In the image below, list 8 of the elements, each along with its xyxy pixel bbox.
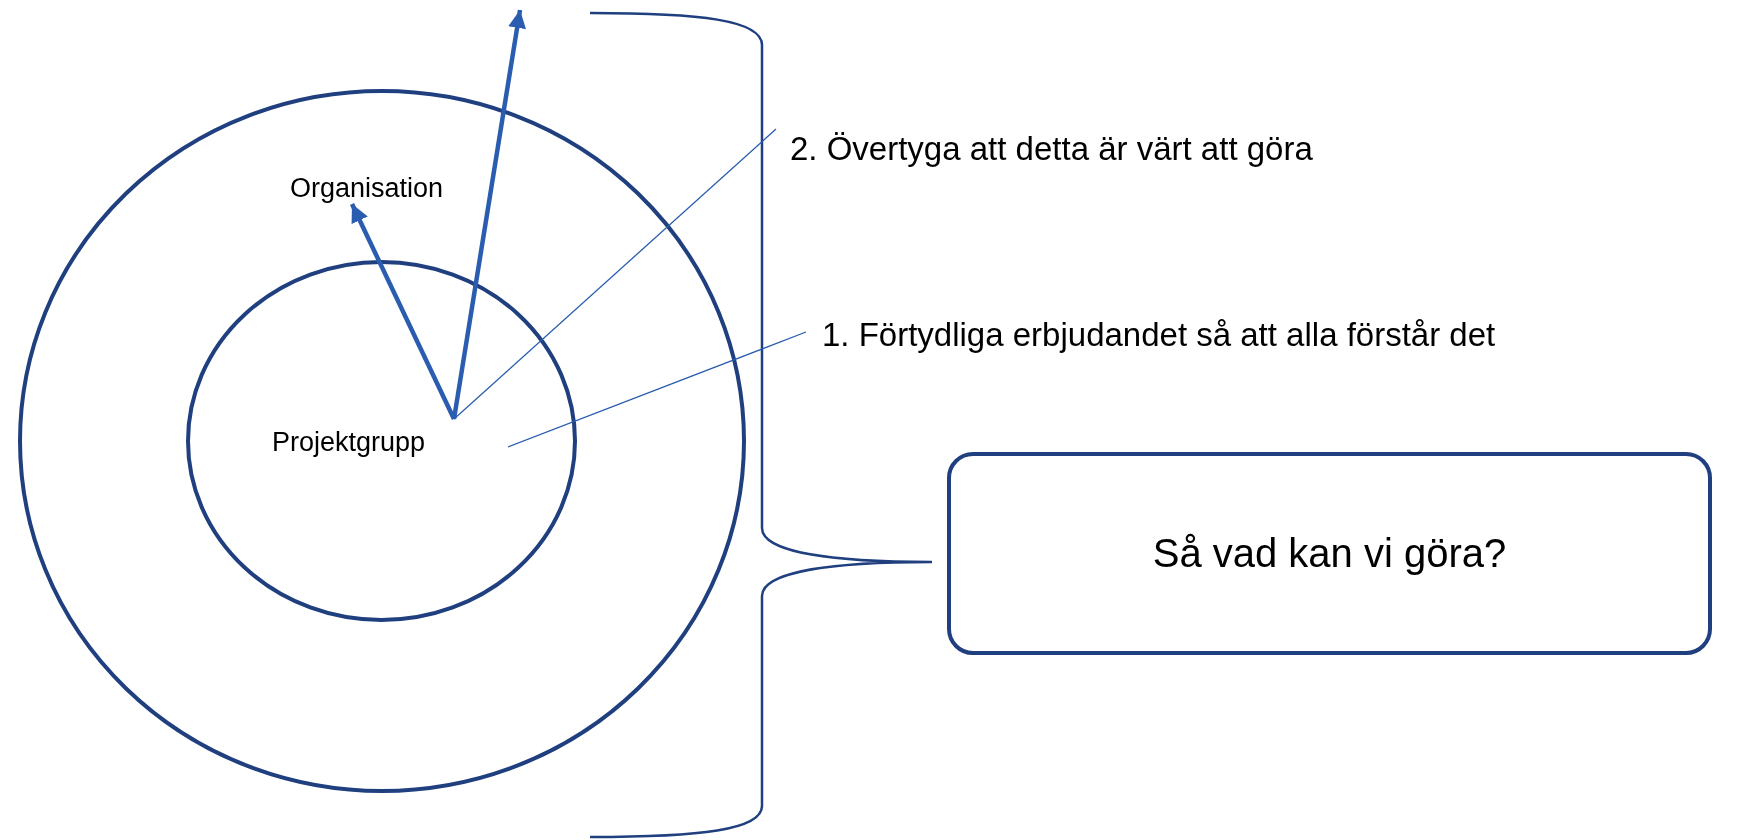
step-text: 2. Övertyga att detta är värt att göra xyxy=(790,130,1313,168)
step-text: 1. Förtydliga erbjudandet så att alla förstår det xyxy=(822,316,1496,354)
leader-line xyxy=(507,331,807,448)
question-box: Så vad kan vi göra? xyxy=(947,452,1712,655)
circle-label: Organisation xyxy=(290,173,444,204)
arrow xyxy=(451,9,526,420)
circle-label: Projektgrupp xyxy=(272,427,426,458)
leader-line xyxy=(453,128,777,420)
